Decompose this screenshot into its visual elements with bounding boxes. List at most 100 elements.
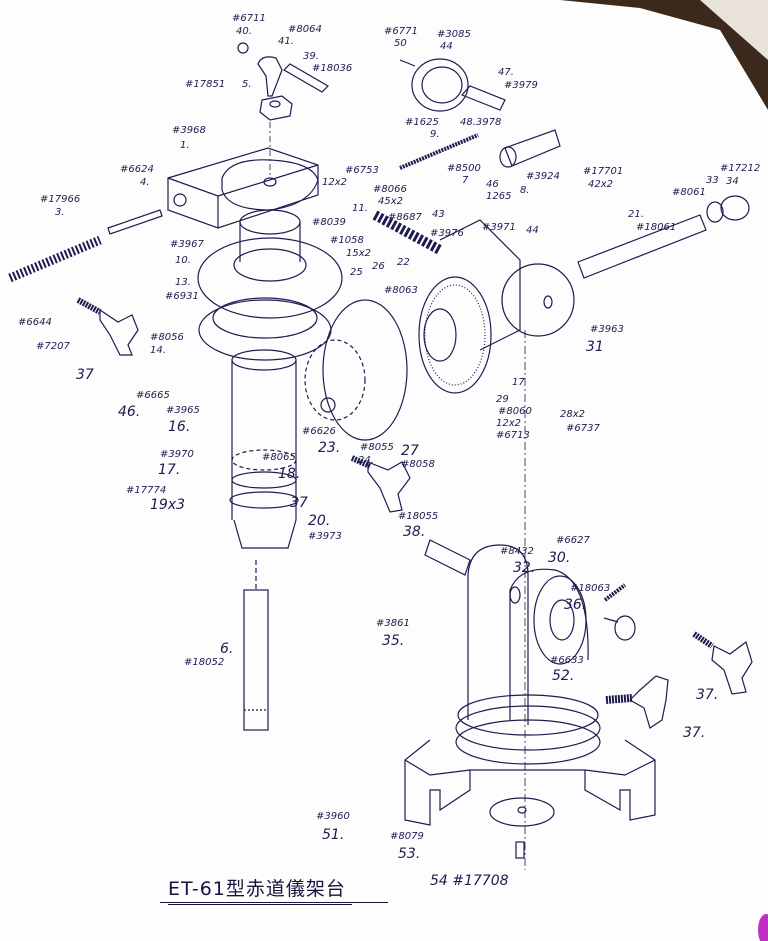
part-22-gear [418,276,492,394]
part-number-label: 29 [496,394,509,405]
part-number-label: 25 [350,267,363,278]
part-code-label: #8039 [312,217,346,228]
part-code-label: #1058 [330,235,364,246]
knob-37-middle [350,455,411,513]
knob-37-right-lower [605,675,669,729]
part-number-label: 28x2 [560,409,586,420]
part-number-label: 46 [486,179,499,190]
part-number-label: 30. [548,550,571,566]
part-number-label: 43 [432,209,445,220]
part-number-label: 37. [696,687,719,703]
part-number-label: 48.3978 [460,117,502,128]
part-5-nut [259,95,293,121]
part-number-label: 4. [140,177,150,188]
part-31-housing [439,219,575,351]
part-code-label: #17774 [126,485,167,496]
part-number-label: 54 #17708 [430,873,509,889]
part-number-label: 1. [180,140,190,151]
part-code-label: #7207 [36,341,70,352]
part-number-label: 3. [55,207,65,218]
part-6-rod [243,560,269,731]
part-number-label: 45x2 [378,196,404,207]
part-41-lever [257,56,283,97]
part-4-rod [107,209,163,235]
part-54-bolt [515,841,525,859]
part-code-label: #3971 [482,222,516,233]
part-43-worm [372,210,443,255]
part-number-label: 44 [440,41,453,52]
diagram-title: ET-61型赤道儀架台 [168,874,352,905]
part-code-label: #8687 [388,212,422,223]
part-code-label: #8056 [150,332,184,343]
part-number-label: 42x2 [588,179,614,190]
part-code-label: #3970 [160,449,194,460]
part-number-label: 31 [586,339,604,355]
part-number-label: 52. [552,668,575,684]
part-number-label: 40. [236,26,252,37]
part-number-label: 47. [498,67,514,78]
part-53-washer [489,797,555,827]
part-number-label: 53. [398,846,421,862]
part-number-label: 37. [683,725,706,741]
part-number-label: 19x3 [150,497,186,513]
part-number-label: 39. [303,51,319,62]
part-number-label: 8. [520,185,530,196]
part-number-label: 17. [158,462,181,478]
part-35-collar [455,694,601,765]
part-51-base [404,739,656,826]
part-code-label: 1265 [486,191,512,202]
part-number-label: 44 [526,225,539,236]
part-code-label: #3861 [376,618,410,629]
part-38-bolt [424,539,471,576]
part-code-label: #8064 [288,24,322,35]
part-code-label: #8060 [498,406,532,417]
part-21-shaft [577,195,750,279]
part-code-label: #17966 [40,194,81,205]
part-14-dish [198,297,332,361]
part-number-label: 20. [308,513,331,529]
part-number-label: 50 [394,38,407,49]
knob-37-right-upper [692,631,753,695]
magenta-mark [758,914,768,941]
part-40-bolt [237,42,249,54]
part-code-label: #8058 [401,459,435,470]
part-code-label: #3085 [437,29,471,40]
part-code-label: #17212 [720,163,761,174]
part-number-label: 37 [290,495,308,511]
part-number-label: 15x2 [346,248,372,259]
page-edge-highlight [700,0,768,60]
part-code-label: #3979 [504,80,538,91]
part-number-label: 12x2 [322,177,348,188]
part-number-label: 17 [512,377,525,388]
part-39-pin [283,63,329,93]
part-code-label: #6633 [550,655,584,666]
part-13-graduated-disc [197,209,343,319]
part-number-label: 38. [403,524,426,540]
part-30-screw [603,583,627,602]
part-number-label: 46. [118,404,141,420]
part-code-label: #6753 [345,165,379,176]
part-code-label: #3968 [172,125,206,136]
part-number-label: 6. [220,641,234,657]
part-code-label: #6627 [556,535,590,546]
part-code-label: #1625 [405,117,439,128]
part-36-screw [603,615,636,641]
part-number-label: 9. [430,129,440,140]
part-code-label: #8079 [390,831,424,842]
knob-37-left [76,297,139,356]
part-code-label: #3963 [590,324,624,335]
title-underline [160,902,388,903]
part-35-fork-mount [467,544,589,725]
part-code-label: #3973 [308,531,342,542]
part-code-label: #17701 [583,166,624,177]
part-code-label: #8432 [500,546,534,557]
part-44-gear [399,58,506,112]
part-9-screw [399,133,479,170]
part-code-label: #6626 [302,426,336,437]
part-code-label: #17851 [185,79,226,90]
part-16-column [229,349,299,549]
part-number-label: 35. [382,633,405,649]
part-number-label: 22 [397,257,410,268]
part-code-label: #18052 [184,657,225,668]
